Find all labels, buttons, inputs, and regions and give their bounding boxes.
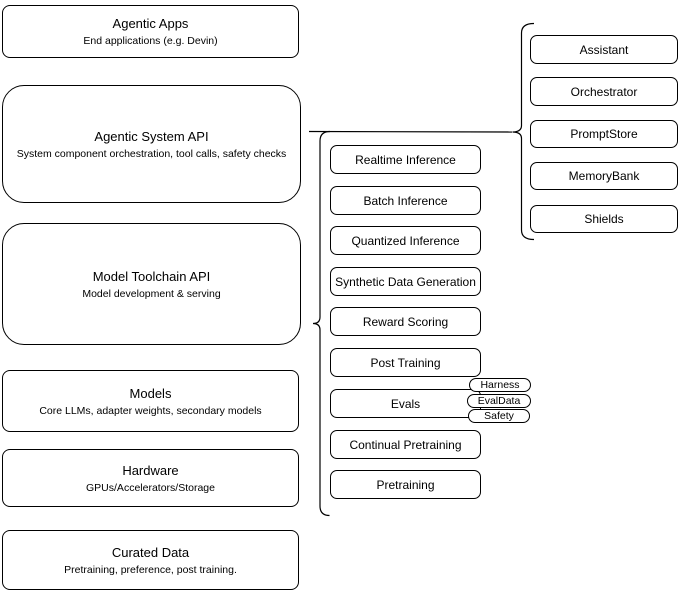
system-api-to-components-connector — [308, 130, 513, 133]
node-title: Hardware — [122, 462, 179, 478]
node-memorybank: MemoryBank — [530, 162, 678, 190]
node-title: Agentic Apps — [112, 16, 189, 31]
node-model-toolchain-api: Model Toolchain API Model development & … — [2, 223, 301, 345]
node-promptstore: PromptStore — [530, 120, 678, 148]
node-subtitle: GPUs/Accelerators/Storage — [86, 481, 215, 494]
node-quantized-inference: Quantized Inference — [330, 226, 481, 255]
node-pretraining: Pretraining — [330, 470, 481, 499]
node-agentic-system-api: Agentic System API System component orch… — [2, 85, 301, 203]
node-realtime-inference: Realtime Inference — [330, 145, 481, 174]
node-title: Model Toolchain API — [92, 268, 211, 284]
node-shields: Shields — [530, 205, 678, 233]
tag-safety: Safety — [468, 409, 530, 423]
node-synthetic-data-generation: Synthetic Data Generation — [330, 267, 481, 296]
toolchain-group-brace — [312, 130, 331, 517]
node-orchestrator: Orchestrator — [530, 77, 678, 106]
node-batch-inference: Batch Inference — [330, 186, 481, 215]
node-evals: Evals — [330, 389, 481, 418]
node-assistant: Assistant — [530, 35, 678, 64]
node-subtitle: End applications (e.g. Devin) — [83, 35, 218, 47]
tag-evaldata: EvalData — [467, 394, 531, 408]
node-title: Agentic System API — [94, 128, 209, 144]
node-models: Models Core LLMs, adapter weights, secon… — [2, 370, 299, 432]
node-subtitle: Model development & serving — [82, 287, 221, 300]
node-agentic-apps: Agentic Apps End applications (e.g. Devi… — [2, 5, 299, 58]
node-title: Curated Data — [111, 544, 190, 560]
node-continual-pretraining: Continual Pretraining — [330, 430, 481, 459]
node-subtitle: System component orchestration, tool cal… — [16, 147, 287, 160]
node-title: Models — [129, 385, 172, 401]
node-post-training: Post Training — [330, 348, 481, 377]
node-curated-data: Curated Data Pretraining, preference, po… — [2, 530, 299, 590]
node-subtitle: Core LLMs, adapter weights, secondary mo… — [39, 404, 262, 417]
tag-harness: Harness — [469, 378, 531, 392]
node-hardware: Hardware GPUs/Accelerators/Storage — [2, 449, 299, 507]
node-reward-scoring: Reward Scoring — [330, 307, 481, 336]
node-subtitle: Pretraining, preference, post training. — [64, 563, 237, 576]
